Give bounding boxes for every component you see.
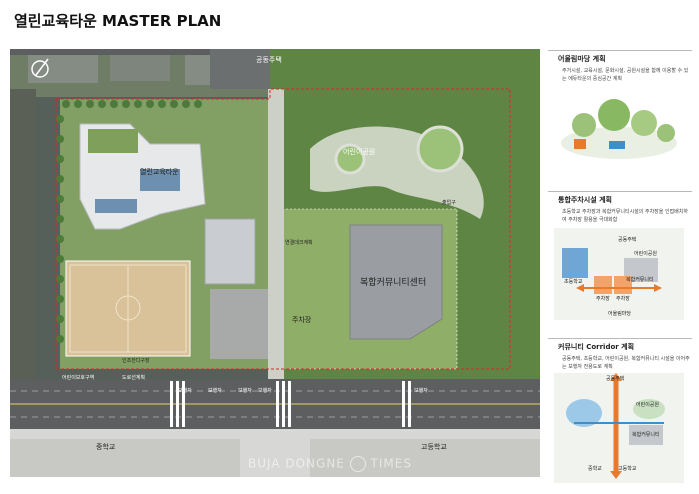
label-crosswalk: 보행자 xyxy=(258,388,272,394)
crosswalk xyxy=(170,381,411,427)
diagram-label: 어울림마당 xyxy=(608,311,632,317)
panel-plaza: 어울림마당 계획 주거시설, 교육시설, 문화시설, 공원시설을 함께 이용할 … xyxy=(548,50,692,174)
park-mound xyxy=(416,125,464,173)
label-park: 어린이공원 xyxy=(343,148,376,156)
left-road xyxy=(10,89,36,379)
diagram-label: 어린이공원 xyxy=(636,402,660,408)
arrow-head xyxy=(610,373,622,381)
tree-row xyxy=(56,100,202,343)
label-middle-school: 중학교 xyxy=(96,443,116,451)
building-block xyxy=(110,55,170,81)
north-arrow-icon xyxy=(31,60,49,78)
diagram-label: 주차장 xyxy=(616,296,630,302)
label-school-center: 열린교육타운 xyxy=(140,168,179,176)
site-plan: 공동주택 어린이공원 열린교육타운 복합커뮤니티센터 주차장 중학교 고등학교 … xyxy=(10,49,540,477)
high-school-site xyxy=(310,439,540,477)
parking-diagram-icon xyxy=(554,228,684,320)
label-crosswalk: 보행자 xyxy=(208,388,222,394)
label-community-center: 복합커뮤니티센터 xyxy=(360,278,427,288)
watermark: BUJA DONGNE TIMES xyxy=(248,456,412,472)
diagram-label: 공동주택 xyxy=(618,237,637,243)
panel-title: 어울림마당 계획 xyxy=(558,55,606,63)
north-arrow-icon xyxy=(35,58,49,76)
parking-block xyxy=(594,276,612,294)
panel-desc: 공동주택, 초등학교, 어린이공원, 복합커뮤니티 시설을 이어주는 보행자 전… xyxy=(562,356,690,370)
label-playfield: 인조잔디구장 xyxy=(122,358,150,364)
arrow-head xyxy=(610,471,622,479)
panel-title: 커뮤니티 Corridor 계획 xyxy=(558,343,635,351)
tree-canopy xyxy=(657,124,675,142)
diagram-label: 복합커뮤니티 xyxy=(632,432,660,438)
diagram-label: 고등학교 xyxy=(618,466,637,472)
solar-roof xyxy=(95,199,137,213)
diagram-label: 중학교 xyxy=(588,466,602,472)
label-school-zone: 어린이보호구역 xyxy=(62,375,95,381)
corridor-diagram-icon xyxy=(554,373,684,483)
solar-roof xyxy=(140,169,180,191)
middle-school-site xyxy=(10,439,240,477)
diagram-label: 초등학교 xyxy=(564,279,583,285)
label-crosswalk: 보행자 xyxy=(238,388,252,394)
diagram-label: 주차장 xyxy=(596,296,610,302)
arrow-head xyxy=(654,284,662,292)
school-block xyxy=(562,248,588,278)
community-corridor xyxy=(268,89,284,379)
tree-canopy xyxy=(572,113,596,137)
diagram-label: 공동주택 xyxy=(606,376,625,382)
community-block xyxy=(629,425,663,445)
diagram-label: 어린이공원 xyxy=(634,251,658,257)
label-entrance: 출입구 xyxy=(442,200,456,206)
community-center-building xyxy=(349,224,443,340)
building-block xyxy=(28,53,98,83)
arrow-head xyxy=(576,284,584,292)
page-title: 열린교육타운 MASTER PLAN xyxy=(14,12,222,30)
panel-corridor: 커뮤니티 Corridor 계획 공동주택, 초등학교, 어린이공원, 복합커뮤… xyxy=(548,338,692,489)
label-corridor-link: 연결데크계획 xyxy=(285,240,313,246)
watermark-logo-icon xyxy=(349,456,366,472)
label-road-plan: 도로선계획 xyxy=(122,375,146,381)
label-parking: 주차장 xyxy=(292,316,312,324)
diagram-label: 복합커뮤니티 xyxy=(626,277,654,283)
label-high-school: 고등학교 xyxy=(421,443,447,451)
parking-block xyxy=(614,276,632,294)
apartment-access-road xyxy=(210,49,270,89)
panel-desc: 주거시설, 교육시설, 문화시설, 공원시설을 함께 이용할 수 있는 에듀타운… xyxy=(562,68,689,82)
label-apartment: 공동주택 xyxy=(256,56,282,64)
tree-canopy xyxy=(631,110,657,136)
plaza-marker xyxy=(574,139,586,149)
watermark-right: TIMES xyxy=(370,456,412,471)
gym-building xyxy=(204,218,256,285)
plaza-diagram-icon xyxy=(561,99,677,159)
label-crosswalk: 보행자 xyxy=(178,388,192,394)
site-boundary xyxy=(55,88,511,370)
watermark-left: BUJA DONGNE xyxy=(248,456,345,471)
tree-canopy xyxy=(598,99,630,131)
green-roof xyxy=(88,129,138,153)
panel-parking: 통합주차시설 계획 초등학교 주차장과 복합커뮤니티시설의 주차장을 인접배치하… xyxy=(548,191,692,329)
park-mound xyxy=(334,143,366,175)
panel-title: 통합주차시설 계획 xyxy=(558,196,612,204)
panel-desc: 초등학교 주차장과 복합커뮤니티시설의 주차장을 인접배치하여 주차장 활용을 … xyxy=(562,209,688,223)
site-plan-drawing xyxy=(10,49,540,477)
field-line xyxy=(115,295,141,321)
plaza-marker xyxy=(609,141,625,149)
park-area xyxy=(633,399,665,419)
label-crosswalk: 보행자 xyxy=(414,388,428,394)
school-area xyxy=(566,399,602,427)
